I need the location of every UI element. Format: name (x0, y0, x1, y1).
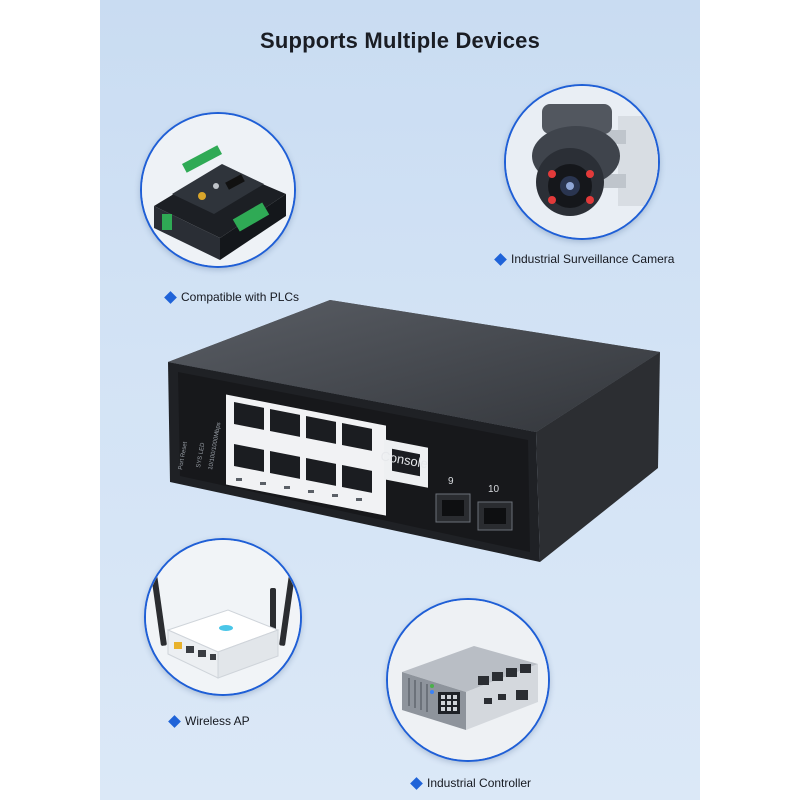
network-switch: Port Reset SYS LED 10/100/1000Mbps Conso… (168, 300, 660, 562)
rj45-port[interactable] (306, 416, 336, 444)
console-port[interactable] (384, 439, 428, 488)
rj45-port[interactable] (270, 451, 300, 479)
wireless-router-icon (146, 540, 300, 694)
security-camera-icon (506, 86, 658, 238)
rj45-port[interactable] (342, 423, 372, 451)
rj45-port[interactable] (306, 458, 336, 486)
rj45-port[interactable] (234, 402, 264, 430)
controller-circle (386, 598, 550, 762)
sfp-port-9[interactable] (435, 493, 471, 523)
plc-module-icon (142, 114, 294, 266)
device-label-plc: Compatible with PLCs (164, 290, 299, 304)
rj45-port[interactable] (234, 444, 264, 472)
sfp-port-9-label: 9 (448, 476, 454, 487)
sfp-port-10[interactable] (477, 501, 513, 531)
plc-circle (140, 112, 296, 268)
router-circle (144, 538, 302, 696)
device-label-router: Wireless AP (168, 714, 250, 728)
page-title: Supports Multiple Devices (259, 28, 541, 53)
svg-text:SYS LED: SYS LED (196, 442, 206, 469)
rj45-ports (234, 402, 372, 493)
camera-circle (504, 84, 660, 240)
svg-text:Port Reset: Port Reset (178, 441, 189, 470)
product-panel: Supports Multiple Devices Compatible wit… (100, 0, 700, 800)
rj45-port[interactable] (270, 409, 300, 437)
device-label-camera: Industrial Surveillance Camera (494, 252, 674, 266)
device-label-controller: Industrial Controller (410, 776, 531, 790)
sfp-port-10-label: 10 (488, 484, 500, 495)
industrial-pc-icon (388, 600, 548, 760)
rj45-port[interactable] (342, 465, 372, 493)
led-indicators (236, 478, 362, 501)
